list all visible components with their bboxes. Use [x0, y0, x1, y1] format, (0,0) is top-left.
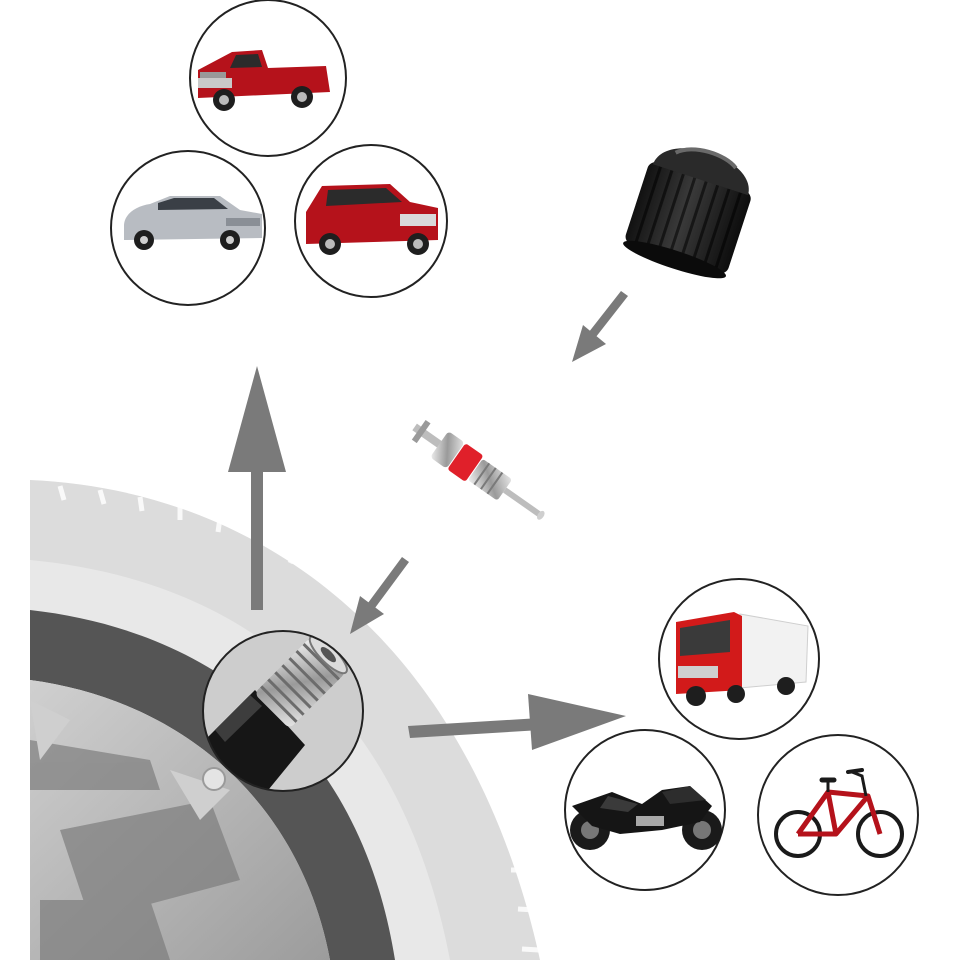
- motorcycle-icon: [570, 786, 722, 850]
- suv-icon: [306, 184, 438, 255]
- rim-spokes: [30, 740, 240, 960]
- vehicle-circle-suv: [294, 144, 448, 298]
- valve-cap: [623, 147, 751, 279]
- pickup-truck-icon: [198, 50, 330, 111]
- valve-nub: [202, 767, 226, 791]
- vehicle-circle-motorcycle: [564, 729, 726, 891]
- vehicle-circle-pickup-truck: [189, 0, 347, 157]
- arrow-core-to-stem: [350, 557, 409, 634]
- tire-tread: [57, 485, 540, 953]
- valve-thread: [256, 635, 348, 727]
- box-truck-icon: [676, 612, 809, 706]
- vehicle-circle-sedan: [110, 150, 266, 306]
- bicycle-icon: [774, 768, 904, 858]
- arrow-cap-to-core: [572, 291, 628, 362]
- vehicle-circle-box-truck: [658, 578, 820, 740]
- tire-wheel: [30, 480, 540, 960]
- arrow-up: [228, 366, 286, 610]
- vehicle-circle-bicycle: [757, 734, 919, 896]
- valve-core: [411, 419, 545, 520]
- sedan-icon: [124, 196, 262, 250]
- valve-stem-detail: [202, 630, 364, 792]
- arrow-right: [408, 694, 626, 750]
